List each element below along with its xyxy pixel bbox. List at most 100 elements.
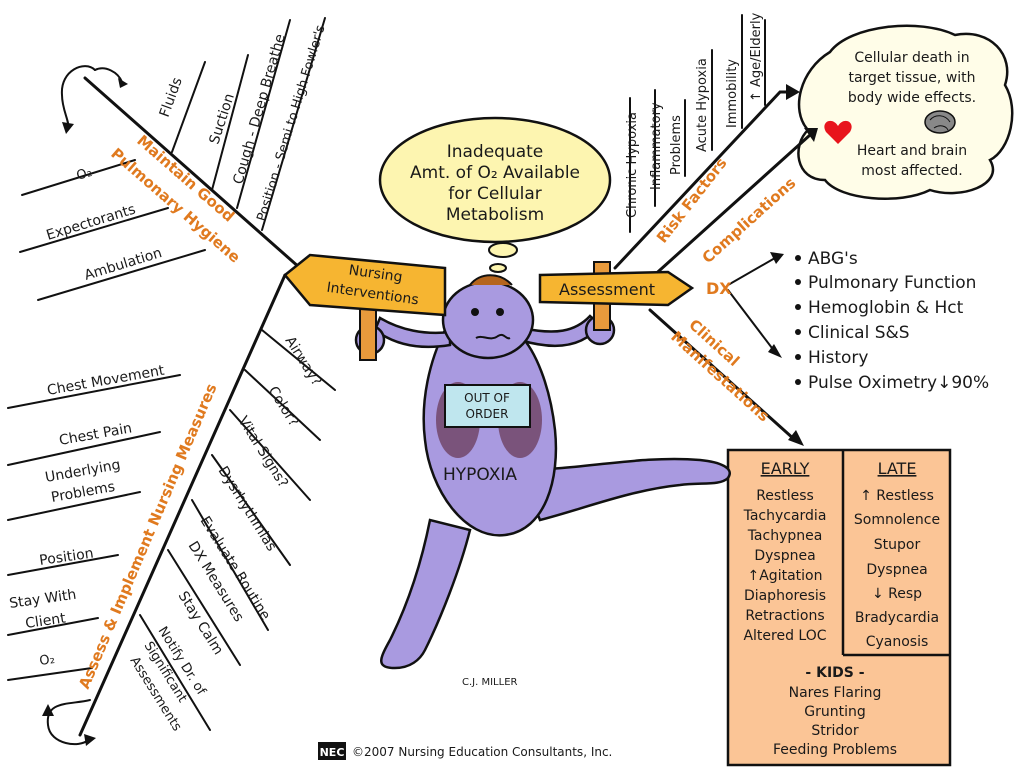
early-item: ↑Agitation (748, 568, 823, 584)
item-line (211, 54, 249, 191)
item-line (21, 159, 136, 196)
item-line (7, 491, 141, 521)
left-item: Stay With (8, 587, 77, 612)
clinical-arrow (648, 308, 797, 442)
item-line (7, 431, 161, 466)
late-title: LATE (878, 459, 917, 478)
badge-line: OUT OF (464, 391, 510, 405)
risk-item: Immobility (725, 59, 740, 128)
footer: NEC ©2007 Nursing Education Consultants,… (318, 742, 612, 760)
kids-item: Stridor (811, 723, 858, 739)
head (441, 280, 535, 360)
risk-item: ↑ Age/Elderly (749, 12, 764, 102)
sign-text: Nursing (348, 262, 404, 285)
early-item: Tachycardia (743, 508, 827, 524)
bubble-line: Inadequate (447, 142, 544, 162)
item-line (211, 454, 291, 566)
dx-arrow (727, 289, 776, 353)
heart-icon (824, 120, 852, 144)
risk-item: Chronic Hypoxia (625, 112, 640, 218)
right-item: Airway? (282, 334, 325, 389)
lower-item: O₂ (75, 165, 94, 184)
top-left-spine (83, 76, 302, 270)
dx-arrow (727, 257, 776, 286)
manifestations-box: EARLY LATE Restless Tachycardia Tachypne… (726, 448, 952, 767)
left-item: Client (24, 610, 67, 632)
cloud-line: target tissue, with (848, 70, 975, 86)
early-item: Restless (756, 488, 814, 504)
risk-item: Inflammatory (649, 102, 664, 190)
upper-item: Position - Semi to High Fowler's (254, 23, 328, 223)
bottom-left-spine (78, 273, 287, 737)
item-line (171, 61, 206, 153)
bubble-line: Metabolism (446, 205, 544, 225)
kicking-leg (518, 457, 731, 522)
sign-text: Assessment (559, 280, 655, 299)
early-item: Dyspnea (754, 548, 815, 564)
curved-arrow-icon (46, 699, 91, 746)
item-line (261, 329, 336, 391)
assessment-sign: Assessment (538, 261, 695, 331)
dx-item: History (808, 348, 868, 368)
bubble-line: Amt. of O₂ Available (410, 163, 580, 183)
late-item: Dyspnea (866, 562, 927, 578)
dx-item: Hemoglobin & Hct (808, 298, 964, 318)
kids-item: Nares Flaring (789, 685, 882, 701)
early-title: EARLY (761, 459, 810, 478)
late-item: ↑ Restless (860, 488, 934, 504)
right-item: Vital Signs? (235, 414, 291, 491)
right-item: Color? (265, 384, 302, 430)
badge-line: ORDER (466, 407, 509, 421)
kids-item: Feeding Problems (773, 742, 897, 758)
item-line (37, 249, 206, 301)
nec-logo-text: NEC (320, 746, 345, 759)
item-line (19, 207, 169, 253)
kids-title: - KIDS - (805, 665, 864, 681)
item-line (7, 617, 99, 636)
thought-bubble: Inadequate Amt. of O₂ Available for Cell… (378, 116, 612, 273)
item-line (139, 614, 211, 731)
kids-item: Grunting (804, 704, 866, 720)
cloud-line: most affected. (861, 163, 962, 179)
late-item: ↓ Resp (872, 586, 922, 602)
left-item: Chest Movement (46, 362, 166, 398)
item-line (191, 499, 269, 631)
branch-title: Risk Factors (653, 154, 731, 246)
early-item: Altered LOC (743, 628, 826, 644)
lower-item: Ambulation (82, 245, 163, 284)
upper-item: Suction (207, 92, 238, 147)
item-line (236, 19, 291, 209)
cellular-death-cloud: Cellular death in target tissue, with bo… (797, 24, 1014, 200)
late-item: Bradycardia (855, 610, 939, 626)
item-line (167, 549, 241, 666)
dx-item: Clinical S&S (808, 323, 910, 343)
brain-icon (924, 110, 956, 134)
bottom-left-branch (7, 273, 336, 746)
left-item: Chest Pain (58, 420, 133, 449)
hair (469, 274, 513, 286)
risk-item: Problems (669, 115, 684, 175)
complications-arrow (638, 133, 812, 290)
nursing-interventions-sign: Nursing Interventions (283, 253, 447, 361)
bubble-line: for Cellular (448, 184, 541, 204)
character-name: HYPOXIA (443, 465, 517, 485)
item-line (7, 554, 119, 576)
dx-item: ABG's (808, 249, 858, 269)
left-item: O₂ (38, 652, 55, 669)
top-left-branch (19, 17, 326, 301)
right-branches (613, 14, 818, 446)
artist-signature: C.J. MILLER (462, 677, 518, 688)
out-of-order-badge (444, 384, 531, 428)
branch-title: DX (706, 279, 732, 298)
item-line (7, 374, 181, 409)
early-item: Retractions (745, 608, 824, 624)
early-item: Tachypnea (747, 528, 823, 544)
copyright: ©2007 Nursing Education Consultants, Inc… (352, 745, 612, 759)
left-arm (373, 316, 452, 349)
lower-item: Expectorants (44, 202, 137, 244)
curved-arrow-icon (60, 65, 96, 129)
cloud-line: body wide effects. (848, 90, 976, 106)
dx-item: Pulse Oximetry↓90% (808, 373, 989, 393)
cloud-line: Heart and brain (857, 143, 967, 159)
